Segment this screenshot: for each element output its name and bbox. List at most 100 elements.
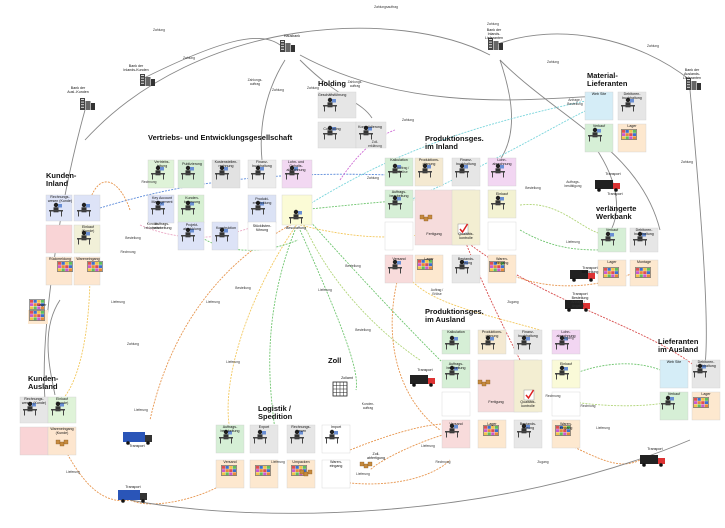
person-desk-icon bbox=[445, 423, 459, 438]
node-kalkulation-pi: Kalkulation bbox=[390, 158, 408, 162]
node-tile bbox=[317, 121, 357, 149]
person-desk-icon bbox=[601, 231, 615, 246]
node-tile bbox=[477, 329, 507, 355]
edge-label: Lieferung bbox=[111, 300, 125, 304]
edge-label: Rechnung bbox=[435, 460, 451, 464]
node-einkauf-pa: Einkauf bbox=[560, 362, 572, 366]
node-auftragsbearbeitung-pi: Auftrags- bearbeitung bbox=[389, 190, 409, 198]
node-controlling: Controlling bbox=[323, 127, 341, 131]
person-desk-icon bbox=[290, 429, 304, 444]
node-tile bbox=[513, 359, 543, 413]
group-title-kunden_inland: Kunden- Inland bbox=[46, 171, 77, 188]
node-tile bbox=[584, 91, 614, 121]
node-finanzbuchhaltung-pa: Finanz- buchhaltung bbox=[518, 330, 538, 338]
edge-label: Bestellung bbox=[235, 286, 251, 290]
person-desk-icon bbox=[517, 335, 531, 350]
person-desk-icon bbox=[323, 125, 337, 140]
node-finanzbuchhaltung-pi: Finanz- buchhaltung bbox=[456, 158, 476, 166]
person-desk-icon bbox=[251, 165, 265, 180]
person-desk-icon bbox=[633, 231, 647, 246]
node-tile bbox=[45, 194, 73, 222]
flow-arrow bbox=[129, 479, 231, 505]
flow-arrow bbox=[559, 439, 641, 465]
package-boxes-icon bbox=[359, 461, 373, 469]
package-boxes-icon bbox=[477, 379, 491, 387]
edge-label: Bestellung bbox=[525, 186, 541, 190]
node-tile bbox=[73, 194, 101, 222]
node-auftragsbearbeitung-pa: Auftrags- bearbeitung bbox=[446, 362, 466, 370]
node-geschaeftsfuehrung: Geschäftsführung bbox=[318, 93, 347, 97]
person-desk-icon bbox=[359, 125, 373, 140]
transport-label: Transport bbox=[607, 192, 623, 196]
node-tile bbox=[47, 426, 77, 456]
node-bank-kunden-inland: Bank der Inlands-Kunden bbox=[123, 64, 149, 72]
person-desk-icon bbox=[621, 97, 635, 112]
truck-icon bbox=[118, 490, 147, 503]
flow-arrow bbox=[299, 214, 421, 361]
flow-arrow bbox=[299, 224, 451, 238]
bank-building-icon bbox=[80, 98, 95, 110]
flow-arrow bbox=[89, 181, 131, 211]
node-tile bbox=[441, 391, 471, 417]
node-icons bbox=[23, 38, 709, 503]
node-key-account: Key Account Management bbox=[151, 196, 173, 204]
transport-label: Transport bbox=[647, 447, 663, 451]
group-title-holding: Holding bbox=[318, 79, 346, 88]
person-desk-icon bbox=[388, 259, 402, 274]
edge-label: Lieferung bbox=[421, 444, 435, 448]
node-lager-vw: Lager bbox=[607, 260, 617, 264]
warehouse-shelf-icon bbox=[255, 465, 271, 476]
node-einkauf-ki: Einkauf (Kunde) bbox=[81, 225, 95, 233]
node-lager-left: Lager bbox=[37, 303, 47, 307]
node-stuecklisten: Stücklisten- führung bbox=[252, 224, 272, 232]
edge-label: Bestellung bbox=[125, 236, 141, 240]
transport-label: Transport Bestellung bbox=[571, 292, 589, 300]
edge-label: Lieferung bbox=[206, 300, 220, 304]
bank-building-icon bbox=[140, 74, 155, 86]
edge-label: Zahlung bbox=[681, 160, 693, 164]
node-tile bbox=[441, 329, 471, 355]
node-umpacken: Umpacken bbox=[292, 460, 310, 464]
node-rechnungswesen-l: Rechnungs- wesen bbox=[291, 425, 311, 433]
warehouse-shelf-icon bbox=[29, 310, 45, 321]
node-produktionsplanung-pi: Produktions- planung bbox=[418, 158, 440, 166]
person-desk-icon bbox=[289, 209, 303, 224]
edge-label: Zahlung bbox=[272, 88, 284, 92]
edge-label: Zahlung bbox=[183, 56, 195, 60]
node-fertigung-pa: Fertigung bbox=[488, 400, 504, 404]
node-tile bbox=[551, 329, 581, 355]
checkmark-icon bbox=[457, 223, 469, 235]
package-boxes-icon bbox=[419, 214, 433, 222]
warehouse-shelf-icon bbox=[555, 425, 571, 436]
node-tile bbox=[513, 329, 543, 355]
person-desk-icon bbox=[555, 335, 569, 350]
node-verkauf-la: Verkauf bbox=[667, 392, 681, 396]
node-produktentwicklung: Produkt- entwicklung bbox=[252, 197, 272, 205]
truck-icon bbox=[640, 455, 665, 467]
node-bestands-pi: Bestands- führung bbox=[457, 257, 475, 265]
edge-label: Bestellung bbox=[355, 328, 371, 332]
person-desk-icon bbox=[445, 365, 459, 380]
edge-label: Zahlung bbox=[127, 342, 139, 346]
node-tile bbox=[247, 221, 277, 251]
flow-arrow bbox=[299, 229, 357, 391]
transport-label: Transport Bestellung bbox=[581, 266, 599, 274]
package-boxes-icon bbox=[55, 439, 69, 447]
flow-arrow bbox=[43, 109, 86, 401]
transport-label: Transport bbox=[417, 368, 433, 372]
truck-icon bbox=[410, 375, 435, 387]
person-desk-icon bbox=[251, 200, 265, 215]
node-tile bbox=[384, 221, 414, 251]
edge-label: Zahlung bbox=[547, 60, 559, 64]
truck-icon bbox=[565, 300, 590, 312]
flow-arrow bbox=[227, 219, 301, 431]
node-versand-l: Versand bbox=[223, 460, 237, 464]
node-lager-pa: Lager bbox=[487, 422, 497, 426]
flow-arrow bbox=[84, 27, 491, 141]
node-boxes bbox=[19, 91, 721, 489]
edge-label: Anfrage / Bestellung bbox=[567, 98, 583, 106]
truck-icon bbox=[570, 270, 595, 282]
edge-label: Zugang bbox=[507, 300, 519, 304]
person-desk-icon bbox=[661, 395, 675, 410]
transport-label: Transport bbox=[605, 172, 621, 176]
